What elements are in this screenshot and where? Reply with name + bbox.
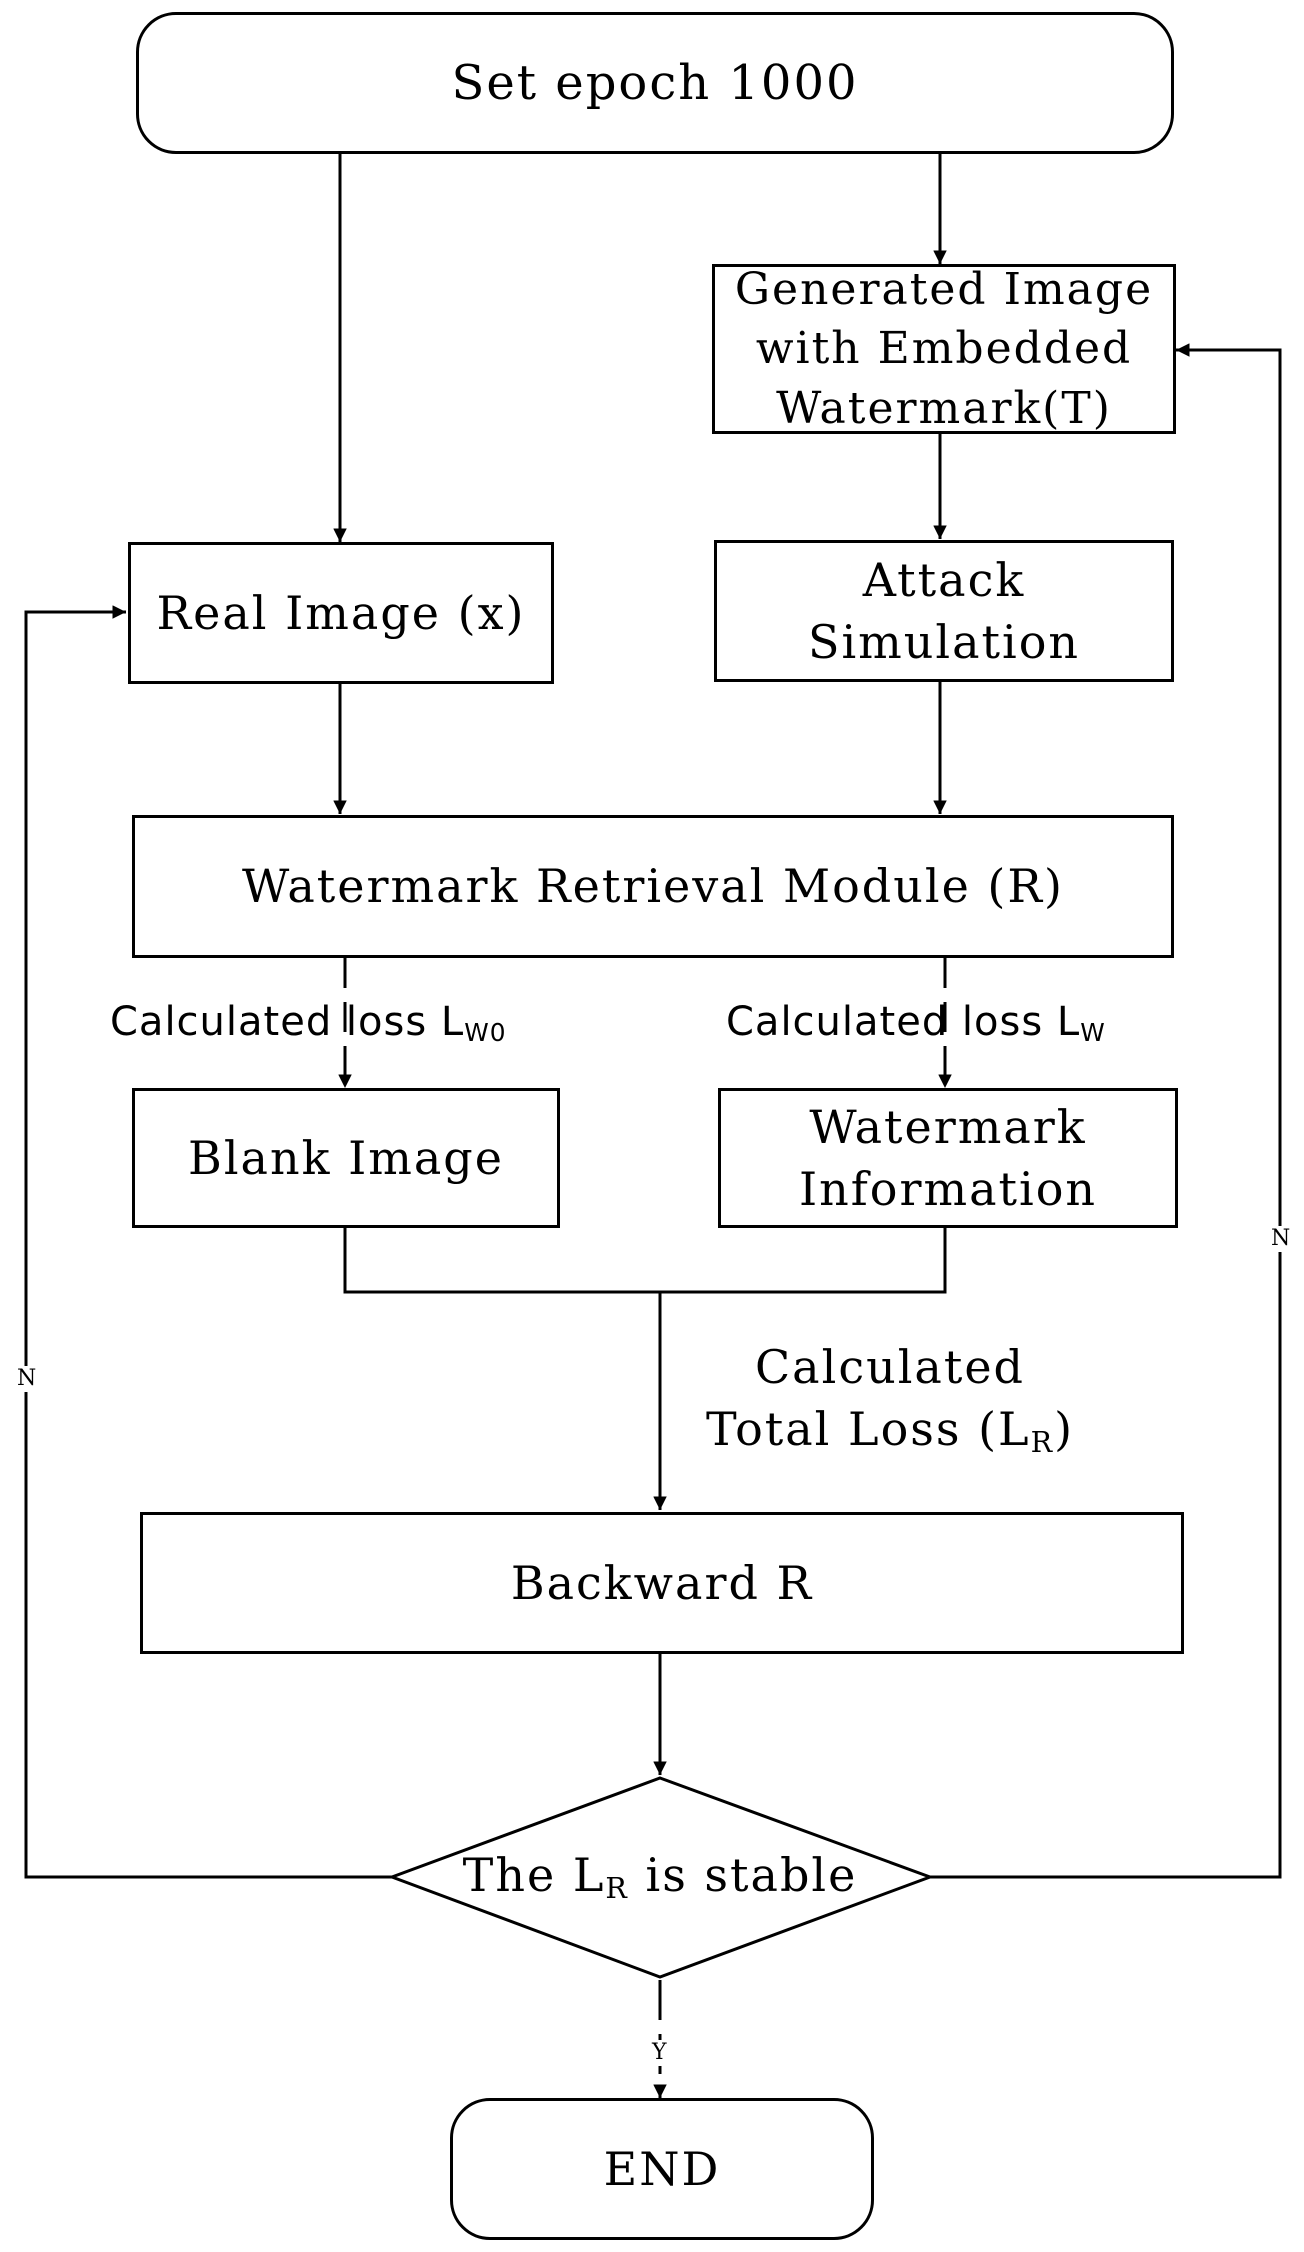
decision-label-suffix: is stable — [628, 1848, 858, 1902]
decision-label: The LR is stable — [392, 1846, 928, 1907]
total-loss-label: Calculated Total Loss (LR) — [690, 1336, 1090, 1463]
start-node: Set epoch 1000 — [136, 12, 1174, 154]
generated-image-label: Generated Image with Embedded Watermark(… — [734, 263, 1154, 434]
total-loss-close: ) — [1054, 1402, 1075, 1457]
loss-w-text: Calculated loss L — [726, 999, 1081, 1045]
loss-w0-sub: W0 — [464, 1018, 507, 1048]
real-image-label: Real Image (x) — [156, 585, 526, 640]
merge-connector — [343, 1228, 947, 1294]
no-right-label: N — [1271, 1226, 1291, 1252]
arrow-no-loop-left — [24, 605, 392, 1879]
no-left-label: N — [17, 1366, 37, 1392]
total-loss-line1: Calculated — [754, 1340, 1025, 1394]
retrieval-module-node: Watermark Retrieval Module (R) — [132, 815, 1174, 958]
decision-diamond — [387, 1776, 935, 1979]
loss-w-label: Calculated loss LW — [726, 999, 1106, 1047]
blank-image-node: Blank Image — [132, 1088, 560, 1228]
attack-simulation-label: Attack Simulation — [807, 552, 1081, 669]
backward-label: Backward R — [510, 1555, 814, 1610]
decision-label-prefix: The L — [462, 1848, 606, 1902]
watermark-information-label: Watermark Information — [798, 1099, 1098, 1216]
loss-w0-text: Calculated loss L — [110, 999, 465, 1045]
generated-image-node: Generated Image with Embedded Watermark(… — [712, 264, 1176, 434]
loss-w0-label: Calculated loss LW0 — [110, 999, 506, 1047]
watermark-information-node: Watermark Information — [718, 1088, 1178, 1228]
total-loss-line2: Total Loss (LR) — [690, 1398, 1090, 1463]
retrieval-module-label: Watermark Retrieval Module (R) — [242, 859, 1064, 914]
end-node: END — [450, 2098, 874, 2240]
attack-simulation-node: Attack Simulation — [714, 540, 1174, 682]
blank-image-label: Blank Image — [188, 1130, 504, 1185]
yes-label: Y — [652, 2040, 667, 2066]
backward-node: Backward R — [140, 1512, 1184, 1654]
loss-w-sub: W — [1080, 1018, 1106, 1048]
total-loss-line2-text: Total Loss (L — [705, 1402, 1031, 1457]
total-loss-sub: R — [1030, 1426, 1055, 1460]
start-node-label: Set epoch 1000 — [451, 54, 859, 111]
decision-label-sub: R — [605, 1872, 629, 1906]
end-label: END — [603, 2141, 721, 2196]
real-image-node: Real Image (x) — [128, 542, 554, 684]
arrow-no-loop-right — [930, 343, 1282, 1879]
